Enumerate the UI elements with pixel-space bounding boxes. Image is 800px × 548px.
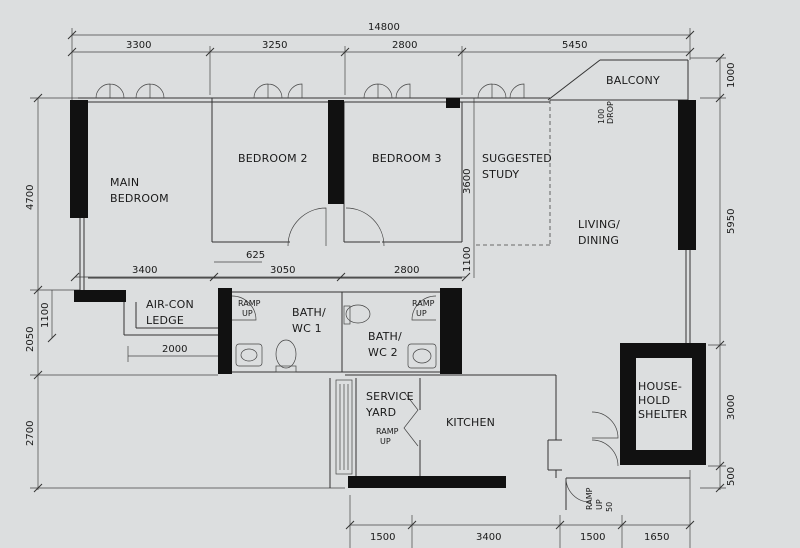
sink-icon [235, 343, 263, 367]
living-label-2: DINING [578, 234, 619, 247]
value-50-label: 50 [605, 502, 614, 512]
room-labels: MAIN BEDROOM BEDROOM 2 BEDROOM 3 SUGGEST… [110, 74, 688, 429]
toilet-icon [345, 304, 371, 324]
dim-bot-3: 1500 [580, 532, 605, 543]
dim-mid-4: 625 [246, 250, 265, 261]
shelter-label-3: SHELTER [638, 408, 688, 421]
kitchen-label: KITCHEN [446, 416, 495, 429]
dim-overall: 14800 [368, 22, 400, 33]
balcony-label: BALCONY [606, 74, 660, 87]
dimension-lines [30, 28, 726, 548]
dim-study-gap: 1100 [462, 247, 473, 272]
ramp-label: RAMP [412, 299, 435, 308]
service-yard-label-2: YARD [365, 406, 396, 419]
dim-mid-3: 2800 [394, 265, 419, 276]
main-bedroom-label-1: MAIN [110, 176, 139, 189]
bath1-label-1: BATH/ [292, 306, 326, 319]
annotations: RAMP UP RAMP UP RAMP UP RAMP UP 50 100 D… [238, 101, 615, 512]
living-label-1: LIVING/ [578, 218, 620, 231]
bath1-label-2: WC 1 [292, 322, 322, 335]
dim-right-1: 1000 [726, 63, 737, 88]
dim-right-4: 500 [726, 467, 737, 486]
dim-study-height: 3600 [462, 169, 473, 194]
service-yard-label-1: SERVICE [366, 390, 414, 403]
drop-value-label: 100 [597, 109, 606, 124]
dim-mid-2: 3050 [270, 265, 295, 276]
toilet-icon [275, 339, 297, 369]
bedroom3-label: BEDROOM 3 [372, 152, 442, 165]
dim-left-2: 2050 [25, 327, 36, 352]
shelter-label-2: HOLD [638, 394, 670, 407]
dimension-labels: 14800 3300 3250 2800 5450 3400 3050 2800… [25, 22, 737, 543]
dim-top-4: 5450 [562, 40, 587, 51]
up-label: UP [242, 309, 253, 318]
dim-top-3: 2800 [392, 40, 417, 51]
aircon-label-2: LEDGE [146, 314, 184, 327]
dim-top-1: 3300 [126, 40, 151, 51]
structural-walls [70, 98, 706, 488]
drop-label: DROP [606, 101, 615, 124]
sink-icon [407, 343, 437, 369]
dim-mid-1: 3400 [132, 265, 157, 276]
up-label: UP [595, 499, 604, 510]
dim-left-4: 2700 [25, 421, 36, 446]
up-label: UP [380, 437, 391, 446]
dim-left-3: 1100 [40, 303, 51, 328]
ramp-label: RAMP [585, 487, 594, 510]
main-bedroom-label-2: BEDROOM [110, 192, 169, 205]
dim-right-2: 5950 [726, 209, 737, 234]
dim-left-1: 4700 [25, 185, 36, 210]
dim-top-2: 3250 [262, 40, 287, 51]
dim-bot-2: 3400 [476, 532, 501, 543]
study-label-2: STUDY [482, 168, 519, 181]
bath2-label-2: WC 2 [368, 346, 398, 359]
doors [231, 207, 619, 503]
windows [95, 83, 525, 99]
dim-right-3: 3000 [726, 395, 737, 420]
bath2-label-1: BATH/ [368, 330, 402, 343]
up-label: UP [416, 309, 427, 318]
ramp-label: RAMP [238, 299, 261, 308]
fixtures [235, 304, 437, 475]
bedroom2-label: BEDROOM 2 [238, 152, 308, 165]
aircon-label-1: AIR-CON [146, 298, 194, 311]
ramp-label: RAMP [376, 427, 399, 436]
dim-ledge: 2000 [162, 344, 187, 355]
dim-bot-1: 1500 [370, 532, 395, 543]
clothes-rack-icon [335, 379, 353, 475]
dim-bot-4: 1650 [644, 532, 669, 543]
study-label-1: SUGGESTED [482, 152, 552, 165]
shelter-label-1: HOUSE- [638, 380, 682, 393]
